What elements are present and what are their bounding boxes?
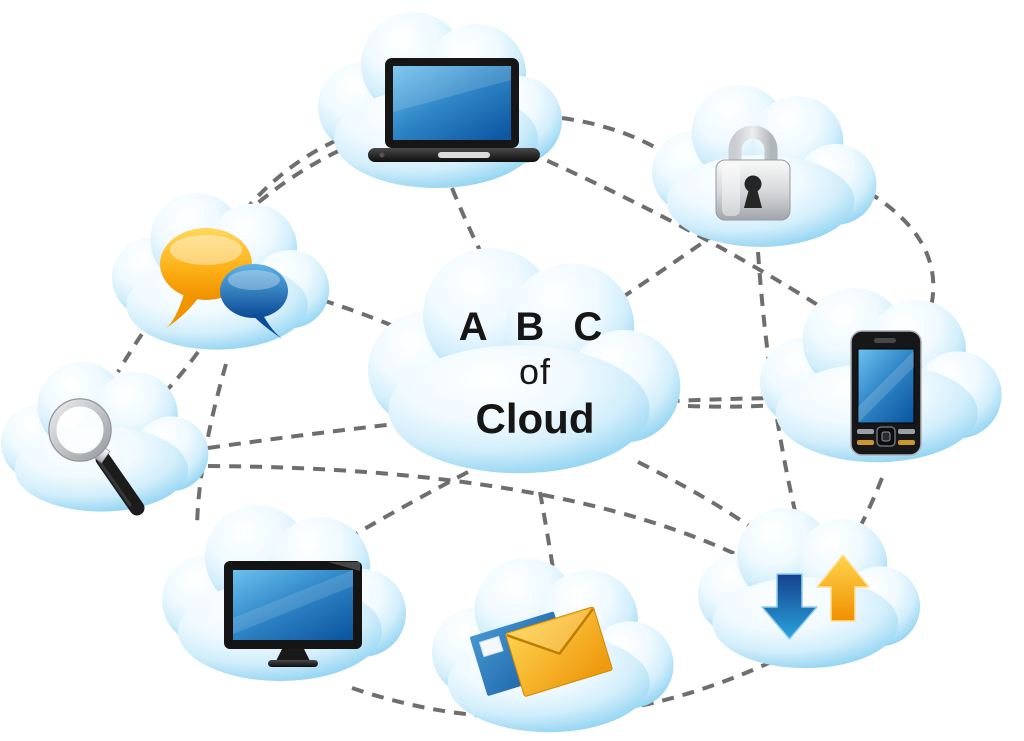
connector-mobile-transfer [840, 477, 884, 560]
monitor-icon [224, 561, 362, 667]
connector-laptop-chat [206, 116, 439, 264]
smartphone-icon [850, 330, 922, 456]
envelopes-icon [470, 606, 613, 697]
chat-bubbles-icon [160, 228, 288, 340]
connector-security-transfer [756, 251, 808, 557]
connector-security-mobile [866, 190, 936, 319]
connector-laptop-mobile [527, 150, 858, 332]
cloud-transfer [698, 508, 921, 669]
cloud-center [368, 248, 681, 474]
connector-desktop-transfer [351, 650, 793, 720]
connector-center-transfer [637, 460, 790, 558]
magnifier-icon [48, 398, 145, 516]
padlock-icon [715, 125, 791, 221]
connector-security-center [604, 230, 720, 310]
connector-search-transfer [207, 464, 749, 562]
upload-arrow-icon [816, 554, 870, 622]
download-arrow-icon [761, 573, 818, 640]
upload-download-arrows-icon [761, 554, 870, 640]
laptop-icon [368, 58, 540, 162]
